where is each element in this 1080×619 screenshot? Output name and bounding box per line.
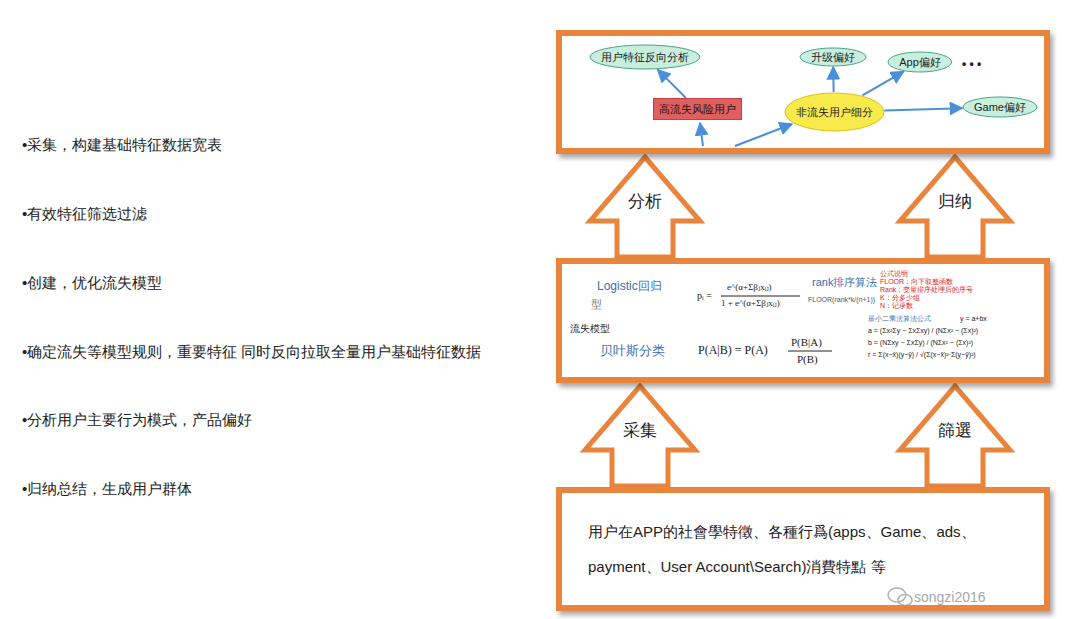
formula-text: y = a+bx — [960, 315, 987, 323]
node-shape — [589, 44, 701, 70]
stage-panel: 用户特征反向分析高流失风险用户 非流失用户细分 升级偏好 App偏好 Game偏好 — [556, 30, 1050, 154]
block-arrow — [585, 386, 695, 486]
block-arrow — [590, 157, 700, 257]
watermark: songzi2016 — [914, 589, 986, 605]
node-shape — [799, 47, 867, 67]
formula-text: FLOOR：向下取整函数 — [880, 278, 953, 286]
bullet-item: •有效特征筛选过滤 — [22, 205, 147, 222]
flow-arrow — [884, 108, 962, 110]
node-shape — [962, 96, 1038, 118]
node-label: 非流失用户细分 — [784, 92, 885, 132]
arrow-label: 篩選 — [938, 419, 972, 442]
fraction-bar — [788, 351, 832, 352]
formula-text: a = (Σx²Σy − ΣxΣxy) / (NΣx² − (Σx)²) — [868, 327, 978, 335]
node-shape — [653, 98, 742, 120]
formula-text: K：分多少组 — [880, 294, 920, 302]
formula-text: P(B) — [797, 353, 818, 366]
ellipse-outline — [888, 52, 952, 72]
ellipse-outline — [963, 97, 1037, 117]
node-label: 高流失风险用户 — [653, 98, 742, 120]
node-shape — [784, 92, 885, 132]
formula-text: r = Σ(x−x̄)(y−ȳ) / √(Σ(x−x̄)²·Σ(y−ȳ)²) — [868, 351, 976, 359]
bullet-item: •归纳总结，生成用户群体 — [22, 480, 192, 497]
flow-arrow — [832, 67, 834, 92]
node-label: App偏好 — [887, 51, 953, 73]
ellipse-outline — [590, 45, 700, 69]
formula-text: rank排序算法 — [812, 276, 877, 289]
formula-text: b = (NΣxy − ΣxΣy) / (NΣx² − (Σx)²) — [868, 339, 973, 347]
formula-text: P(B|A) — [791, 336, 822, 349]
result-ellipse: 用户特征反向分析 — [589, 44, 701, 70]
flow-arrow — [658, 70, 686, 98]
flow-arrow — [862, 72, 903, 96]
arrow-label: 分析 — [628, 190, 662, 213]
panel-text: 流失模型 — [570, 322, 610, 336]
bullet-item: •分析用户主要行为模式，产品偏好 — [22, 411, 252, 428]
risk-box: 高流失风险用户 — [653, 98, 742, 120]
node-label: 用户特征反向分析 — [589, 44, 701, 70]
stem-line — [700, 123, 703, 146]
ellipse-outline — [785, 93, 884, 131]
rect-outline — [653, 99, 741, 120]
stem-line — [735, 124, 792, 146]
formula-text: N：记录数 — [880, 302, 913, 310]
ellipsis-mark: • • • — [962, 58, 981, 72]
formula-text: FLOOR(rank*k/(n+1)) — [808, 296, 875, 304]
formula-text: pᵢ = — [697, 290, 712, 302]
block-arrow — [900, 157, 1010, 257]
watermark-icon — [888, 588, 912, 606]
data-panel: 用户在APP的社會學特徵、各種行爲(apps、Game、ads、payment、… — [556, 487, 1050, 611]
fraction-bar — [721, 296, 800, 297]
node-label: 升级偏好 — [799, 47, 867, 67]
node-shape — [887, 51, 953, 73]
arrow-label: 归纳 — [938, 190, 972, 213]
formula-text: e^(α+Σβⱼxᵢⱼ) — [727, 282, 772, 292]
bullet-item: •创建，优化流失模型 — [22, 274, 162, 291]
arrow-label: 采集 — [623, 419, 657, 442]
bullet-item: •采集，构建基础特征数据宽表 — [22, 136, 222, 153]
formula-text: 贝叶斯分类 — [600, 344, 665, 359]
block-arrow — [900, 386, 1010, 486]
panel-text: 用户在APP的社會學特徵、各種行爲(apps、Game、ads、payment、… — [588, 515, 1028, 584]
formula-text: 型 — [591, 298, 602, 311]
formula-text: Rank：变量排序处理后的序号 — [880, 286, 973, 294]
preference-ellipse: 升级偏好 — [799, 47, 867, 67]
preference-ellipse: App偏好 — [887, 51, 953, 73]
formula-text: P(A|B) = P(A) — [698, 344, 768, 358]
node-label: Game偏好 — [962, 96, 1038, 118]
bullet-item: •确定流失等模型规则，重要特征 同时反向拉取全量用户基础特征数据 — [22, 343, 481, 360]
formula-text: 公式说明 — [880, 270, 908, 278]
formula-text: 最小二乘法算法公式 — [868, 315, 931, 323]
preference-ellipse: Game偏好 — [962, 96, 1038, 118]
segment-ellipse: 非流失用户细分 — [784, 92, 885, 132]
model-panel: 流失模型 — [556, 258, 1050, 383]
formula-text: Logistic回归 — [597, 280, 662, 294]
ellipse-outline — [800, 48, 866, 66]
formula-text: 1 + e^(α+Σβⱼxᵢⱼ) — [721, 298, 780, 308]
